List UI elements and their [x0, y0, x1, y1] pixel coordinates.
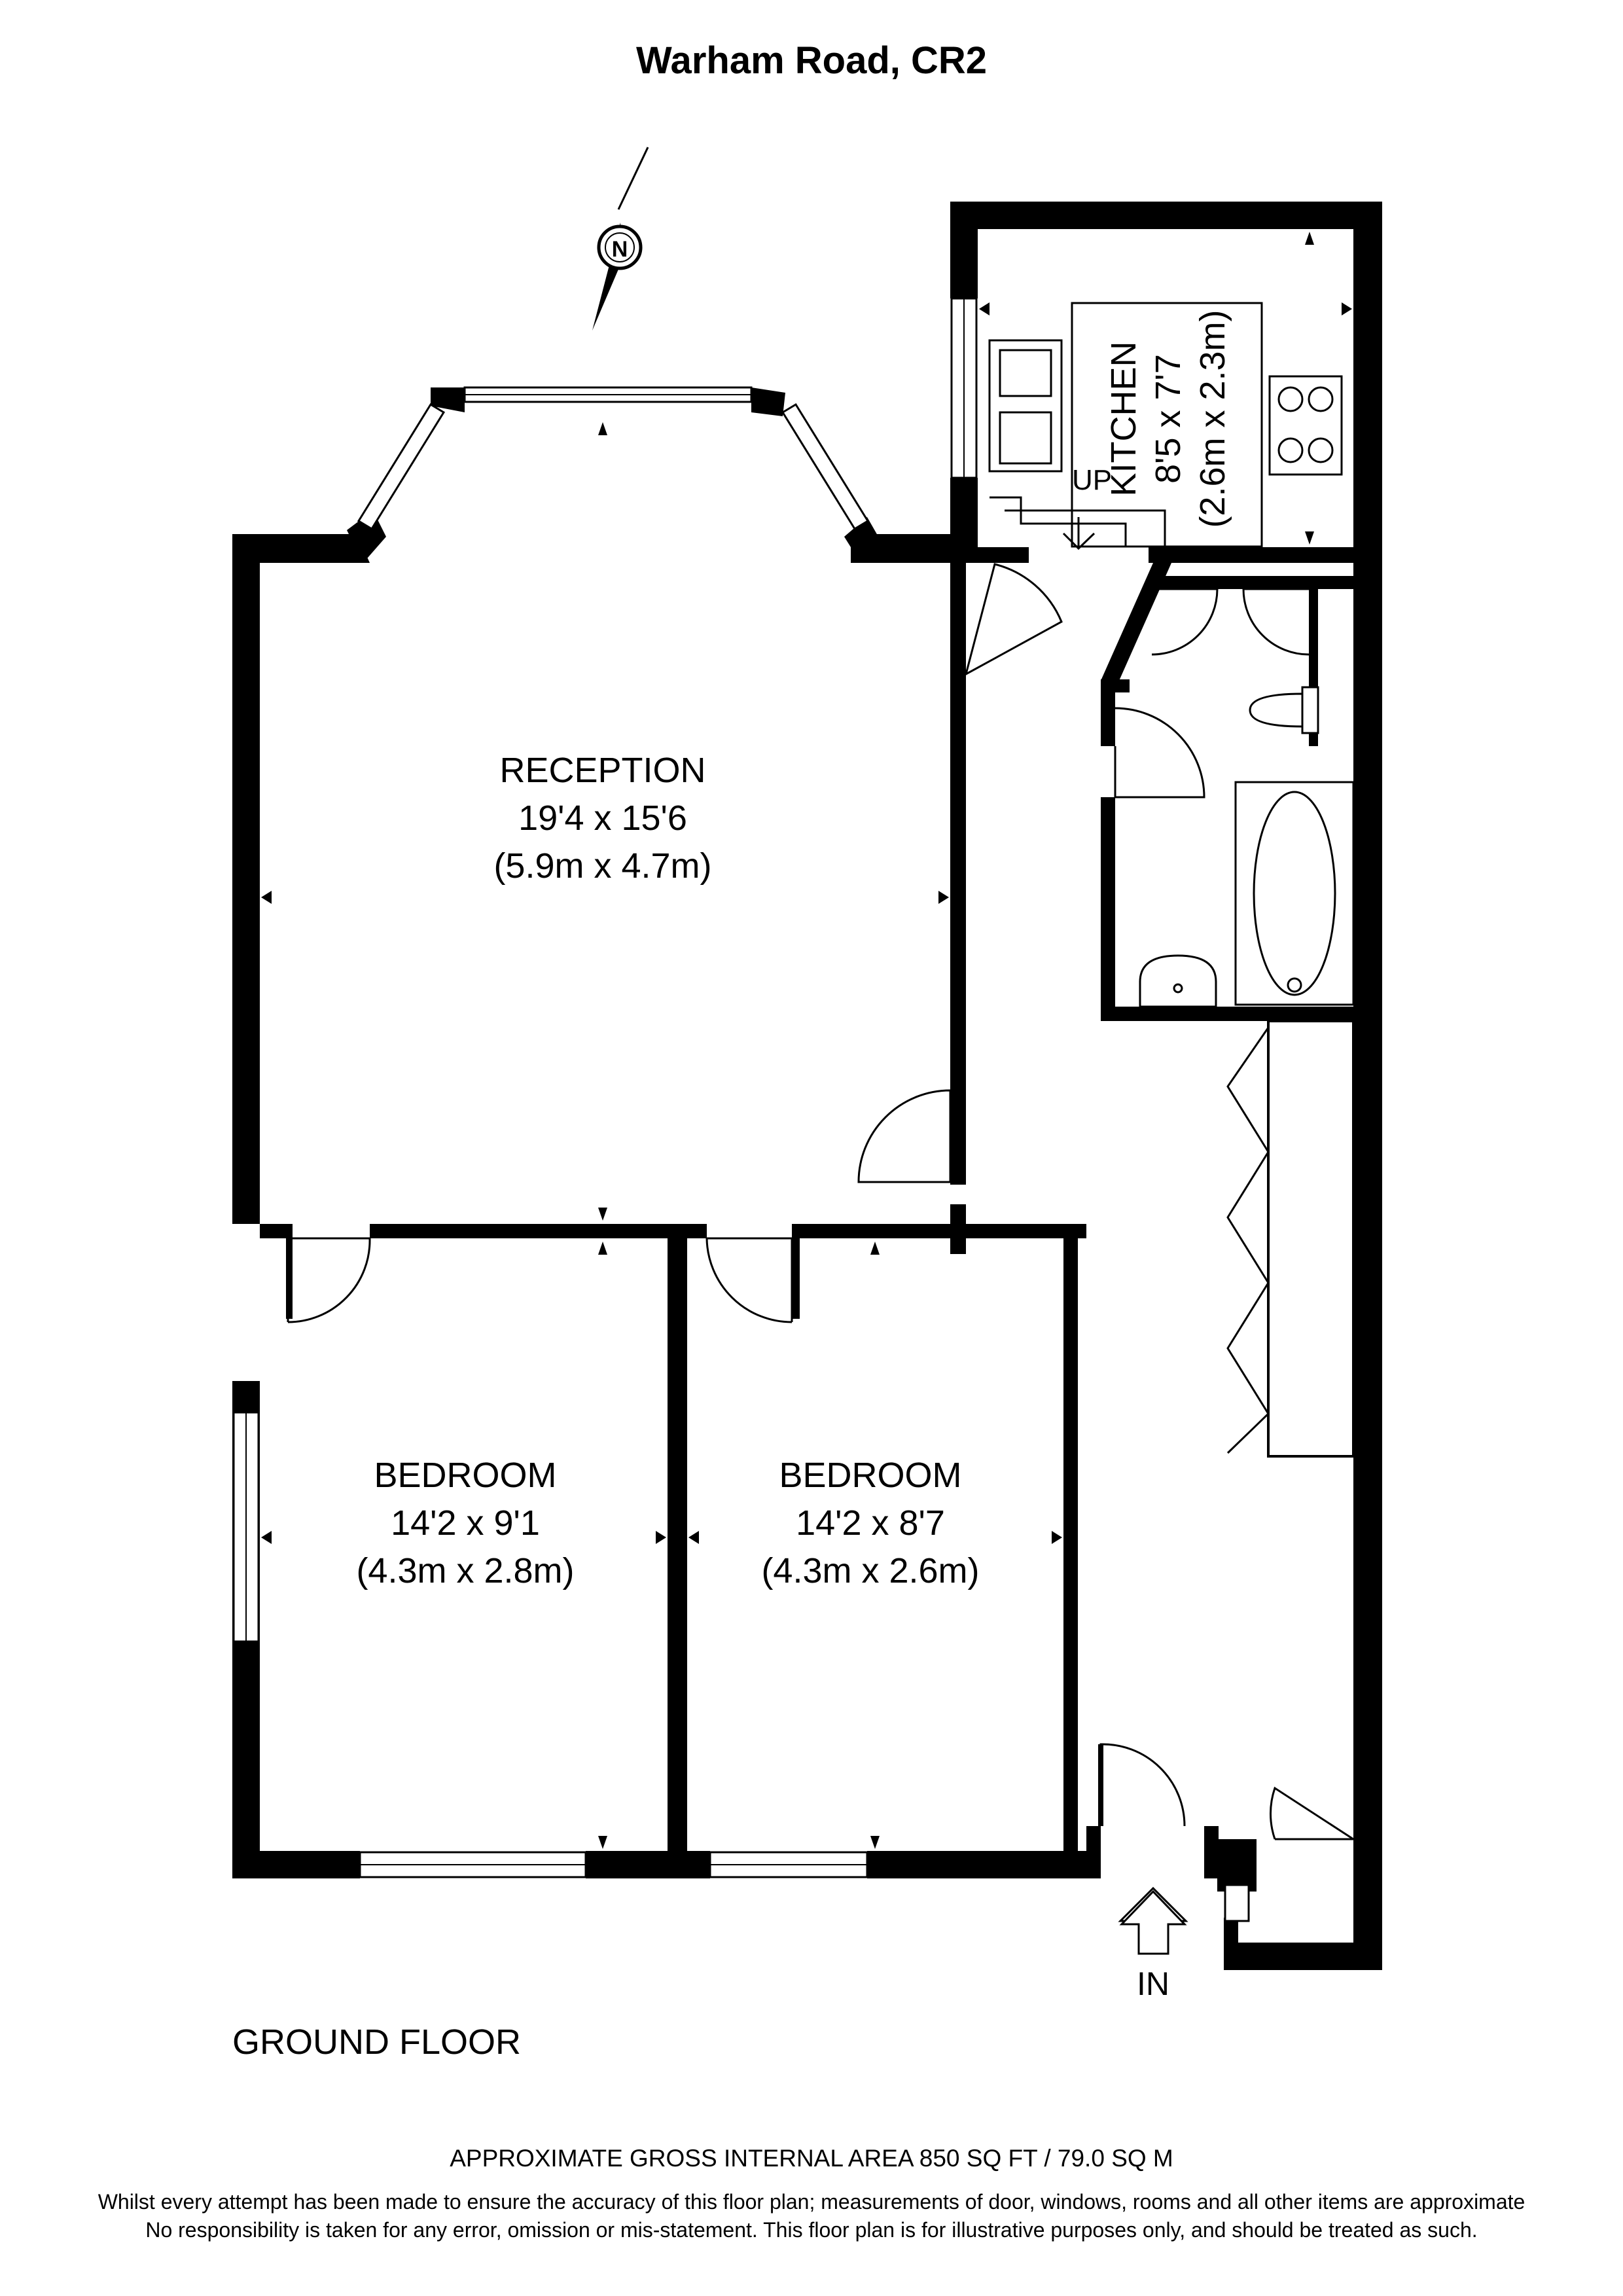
floor-name: GROUND FLOOR	[232, 2022, 521, 2062]
plan-title: Warham Road, CR2	[636, 39, 987, 82]
bedroom-2-name: BEDROOM	[779, 1456, 961, 1495]
room-label-kitchen: KITCHEN 8'5 x 7'7 (2.6m x 2.3m)	[1104, 310, 1232, 528]
room-label-bedroom-2: BEDROOM 14'2 x 8'7 (4.3m x 2.6m)	[761, 1456, 979, 1590]
bedroom-1-metric: (4.3m x 2.8m)	[356, 1551, 574, 1590]
room-label-bedroom-1: BEDROOM 14'2 x 9'1 (4.3m x 2.8m)	[356, 1456, 574, 1590]
entrance-arrow-icon	[1118, 1886, 1188, 1955]
kitchen-imperial: 8'5 x 7'7	[1149, 354, 1188, 484]
gross-area: APPROXIMATE GROSS INTERNAL AREA 850 SQ F…	[450, 2145, 1173, 2172]
bedroom-1-name: BEDROOM	[374, 1456, 556, 1495]
reception-metric: (5.9m x 4.7m)	[493, 846, 711, 886]
bathroom-fixtures	[1139, 686, 1355, 1008]
compass-label: N	[612, 237, 628, 262]
bedroom-2-metric: (4.3m x 2.6m)	[761, 1551, 979, 1590]
kitchen-metric: (2.6m x 2.3m)	[1193, 310, 1232, 528]
reception-name: RECEPTION	[499, 751, 705, 790]
doors	[287, 563, 1357, 1840]
up-label: UP	[1072, 464, 1112, 496]
bedroom-1-imperial: 14'2 x 9'1	[391, 1503, 540, 1543]
kitchen-name: KITCHEN	[1104, 341, 1143, 496]
entrance-label: IN	[1137, 1965, 1169, 2002]
disclaimer-line-2: No responsibility is taken for any error…	[145, 2218, 1477, 2242]
windows	[232, 297, 1250, 1922]
bedroom-2-imperial: 14'2 x 8'7	[796, 1503, 945, 1543]
disclaimer-line-1: Whilst every attempt has been made to en…	[98, 2190, 1525, 2214]
compass-icon: N	[592, 147, 649, 331]
dimension-arrows	[261, 232, 1352, 1849]
room-label-reception: RECEPTION 19'4 x 15'6 (5.9m x 4.7m)	[493, 751, 711, 886]
up-arrow-icon	[1062, 517, 1096, 550]
reception-imperial: 19'4 x 15'6	[518, 798, 687, 838]
kitchen-fixtures	[988, 302, 1343, 548]
